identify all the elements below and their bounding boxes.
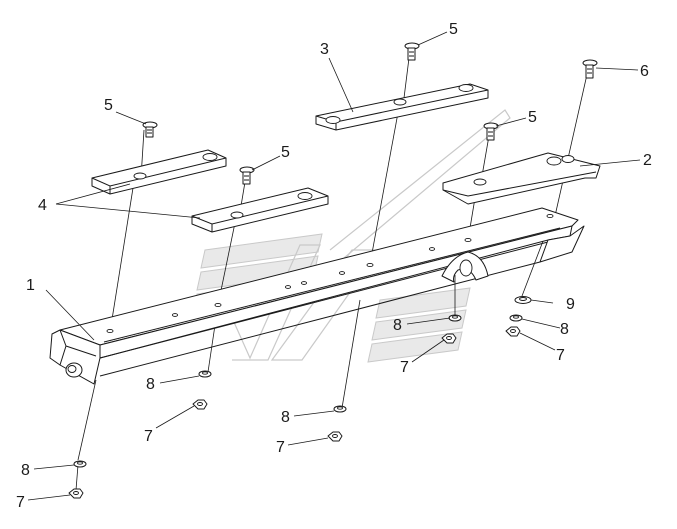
callout-part-2: 2 xyxy=(643,152,652,169)
callout-part-7-d: 7 xyxy=(276,439,285,456)
callout-part-7-a: 7 xyxy=(556,347,565,364)
main-rail-part-1 xyxy=(49,207,585,385)
callout-part-7-c: 7 xyxy=(144,428,153,445)
screw-part-6 xyxy=(582,59,598,79)
washer-part-9 xyxy=(514,296,532,304)
washer-part-8-d xyxy=(509,314,523,322)
callout-part-5-a: 5 xyxy=(104,97,113,114)
screw-part-5-b xyxy=(239,166,255,185)
nut-part-7-c xyxy=(441,333,457,344)
washer-part-8-e xyxy=(73,460,87,468)
top-plate-part-3 xyxy=(315,83,489,131)
callout-part-8-a: 8 xyxy=(560,321,569,338)
washer-part-8-c xyxy=(448,314,462,322)
end-plate-part-2 xyxy=(442,152,601,205)
callout-part-4: 4 xyxy=(38,197,47,214)
callout-part-8-b: 8 xyxy=(393,317,402,334)
nut-part-7-e xyxy=(68,488,84,499)
callout-part-1: 1 xyxy=(26,277,35,294)
screw-part-5-c xyxy=(404,42,420,61)
callout-part-6: 6 xyxy=(640,63,649,80)
shim-plate-left-part-4 xyxy=(91,149,227,195)
washer-part-8-b xyxy=(333,405,347,413)
callout-part-5-c: 5 xyxy=(449,21,458,38)
leader-lines xyxy=(27,31,641,501)
callout-part-7-e: 7 xyxy=(16,494,25,511)
callout-labels: 1 2 3 4 5 5 5 5 6 7 7 7 7 7 8 8 8 8 8 9 xyxy=(16,21,652,511)
callout-part-5-b: 5 xyxy=(281,144,290,161)
callout-part-8-e: 8 xyxy=(21,462,30,479)
callout-part-9: 9 xyxy=(566,296,575,313)
screw-part-5-a xyxy=(142,121,158,138)
nut-part-7-a xyxy=(192,399,208,410)
screw-part-5-d xyxy=(483,122,499,141)
nut-part-7-d xyxy=(505,326,521,337)
shim-plate-right-part-4 xyxy=(191,187,329,233)
callout-part-3: 3 xyxy=(320,41,329,58)
nut-part-7-b xyxy=(327,431,343,442)
callout-part-8-c: 8 xyxy=(146,376,155,393)
callout-part-5-d: 5 xyxy=(528,109,537,126)
washer-part-8-a xyxy=(198,370,212,378)
callout-part-8-d: 8 xyxy=(281,409,290,426)
callout-part-7-b: 7 xyxy=(400,359,409,376)
